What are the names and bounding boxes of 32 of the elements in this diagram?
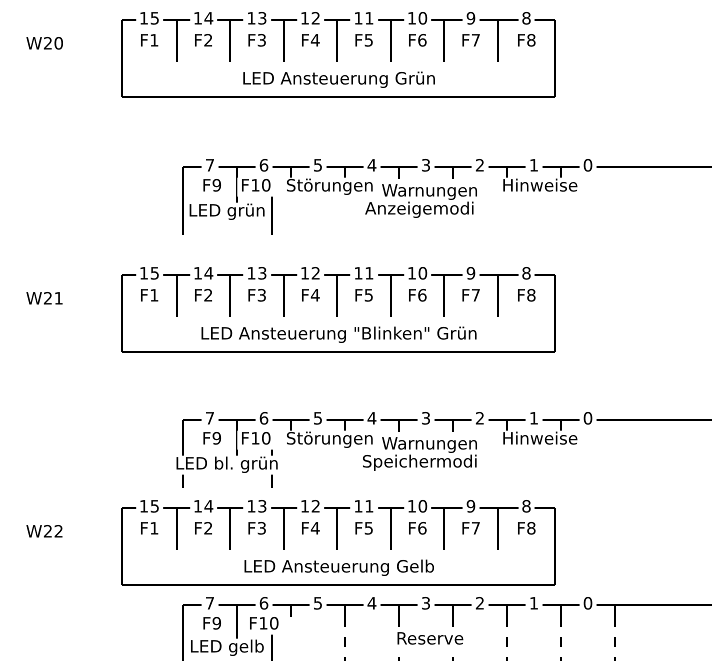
register-name: W21	[26, 290, 64, 310]
field-label: F10	[237, 178, 275, 196]
field-label: F10	[237, 430, 275, 450]
field-label: F1	[139, 288, 160, 306]
field-label: F1	[139, 520, 160, 540]
field-label: F2	[193, 520, 214, 540]
field-caption: LED Ansteuerung Grün	[242, 70, 436, 90]
field-label: F1	[139, 32, 160, 52]
field-label: F4	[300, 288, 321, 306]
field-label: F2	[193, 288, 214, 306]
field-label: F3	[246, 32, 268, 52]
field-label: F6	[407, 32, 428, 52]
field-caption: LED Ansteuerung Gelb	[242, 558, 436, 578]
field-label: F5	[354, 288, 374, 306]
field-label: F7	[460, 520, 482, 540]
field-label: F3	[246, 520, 268, 540]
field-label: F5	[354, 520, 374, 540]
field-label: F8	[516, 32, 537, 52]
field-label: F4	[300, 32, 321, 52]
field-label: F3	[246, 288, 268, 306]
field-label: F2	[193, 32, 214, 52]
field-label: F8	[516, 520, 537, 540]
field-label: F6	[407, 520, 428, 540]
field-label: F8	[516, 288, 537, 306]
register-name: W20	[26, 36, 64, 54]
field-label: F6	[407, 288, 428, 306]
field-label: F7	[460, 288, 482, 306]
field-label: F4	[300, 520, 321, 540]
field-caption: LED Ansteuerung "Blinken" Grün	[200, 326, 478, 344]
register-name: W22	[26, 524, 64, 542]
field-label: F7	[460, 32, 482, 52]
field-label: F5	[354, 32, 374, 52]
